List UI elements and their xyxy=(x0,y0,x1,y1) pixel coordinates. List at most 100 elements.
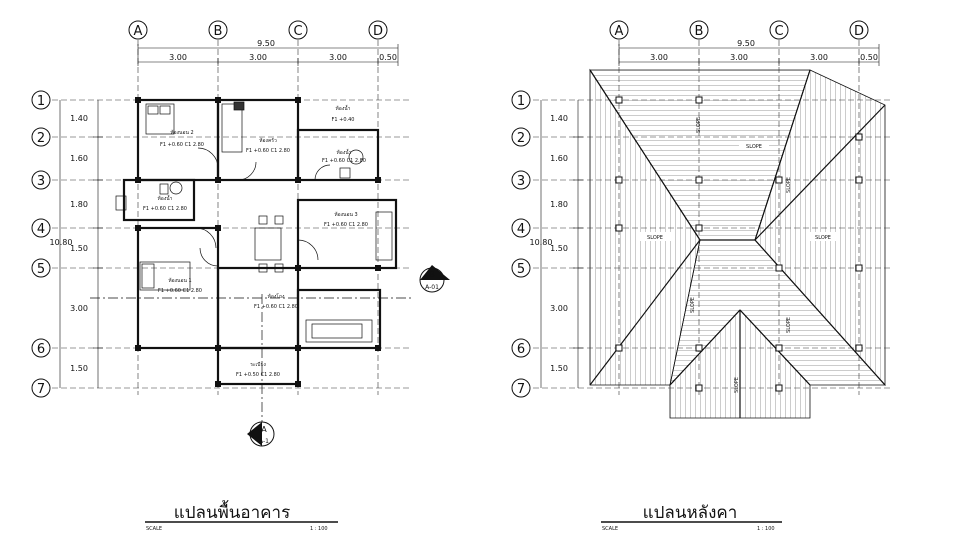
roof-dim-row-5-6: 3.00 xyxy=(550,304,568,313)
roof-scale-label: SCALE xyxy=(602,526,618,532)
roof-dim-a-b: 3.00 xyxy=(650,53,668,62)
overall-depth-label: 10.80 xyxy=(50,238,73,247)
room-name-bedroom-3: ห้องนอน 3 xyxy=(334,211,357,218)
roof-side-dimensions xyxy=(540,100,583,388)
row-bubble-6: 6 xyxy=(31,338,51,358)
floor-scale-label: SCALE xyxy=(146,526,162,532)
dim-row-3-4: 1.80 xyxy=(70,200,88,209)
roof-dim-d-edge: 0.50 xyxy=(860,53,878,62)
roof-scale-value: 1 : 100 xyxy=(757,526,775,532)
svg-text:B: B xyxy=(429,270,435,279)
svg-text:C: C xyxy=(774,24,783,39)
roof-row-bubble-4: 4 xyxy=(511,218,531,238)
roof-column-bubble-c: C xyxy=(769,20,789,40)
overall-width-label: 9.50 xyxy=(257,39,275,48)
column-bubble-d: D xyxy=(368,20,388,40)
slope-label-north-left: SLOPE xyxy=(696,117,702,133)
room-tag-bath-upper: F1 +0.40 xyxy=(332,117,355,123)
roof-dim-row-1-2: 1.40 xyxy=(550,114,568,123)
room-tag-bedroom-3: F1 +0.60 C1 2.80 xyxy=(324,222,368,228)
roof-surfaces xyxy=(589,68,886,419)
roof-row-bubble-5: 5 xyxy=(511,258,531,278)
dim-row-5-6: 3.00 xyxy=(70,304,88,313)
room-tag-living: F1 +0.60 C1 2.80 xyxy=(254,304,298,310)
roof-row-bubble-3: 3 xyxy=(511,170,531,190)
svg-text:A-01: A-01 xyxy=(425,284,439,291)
roof-column-bubble-d: D xyxy=(849,20,869,40)
room-tag-bedroom-1: F1 +0.60 C1 2.80 xyxy=(158,288,202,294)
roof-column-bubble-b: B xyxy=(689,20,709,40)
roof-dim-b-c: 3.00 xyxy=(730,53,748,62)
column-bubble-a: A xyxy=(128,20,148,40)
roof-slope-labels: SLOPE SLOPE SLOPE SLOPE SLOPE SLOPE SLOP… xyxy=(638,117,840,393)
floor-plan: A B C D 1 2 3 4 5 6 7 9.50 3.00 3.00 3.0… xyxy=(31,20,450,532)
svg-text:B: B xyxy=(695,24,704,39)
room-tag-bedroom-2: F1 +0.60 C1 2.80 xyxy=(160,142,204,148)
slope-label-east-upper: SLOPE xyxy=(786,177,792,193)
svg-text:7: 7 xyxy=(517,382,525,397)
dim-row-2-3: 1.60 xyxy=(70,154,88,163)
room-name-bath-left: ห้องน้ำ xyxy=(158,193,173,202)
svg-text:A-1: A-1 xyxy=(259,438,269,445)
svg-text:A: A xyxy=(134,24,143,39)
floor-room-labels: ห้องนอน 2 F1 +0.60 C1 2.80 ห้องครัว F1 +… xyxy=(143,103,368,378)
svg-text:2: 2 xyxy=(517,131,525,146)
svg-text:D: D xyxy=(854,24,864,39)
roof-row-bubble-1: 1 xyxy=(511,90,531,110)
roof-row-bubble-2: 2 xyxy=(511,127,531,147)
svg-text:3: 3 xyxy=(37,174,45,189)
row-bubble-1: 1 xyxy=(31,90,51,110)
room-name-kitchen: ห้องครัว xyxy=(259,137,277,144)
svg-text:6: 6 xyxy=(517,342,525,357)
floor-top-dimensions xyxy=(137,44,399,66)
room-name-bedroom-1: ห้องนอน 1 xyxy=(168,277,191,284)
slope-label-east: SLOPE xyxy=(815,235,831,241)
svg-text:6: 6 xyxy=(37,342,45,357)
room-tag-kitchen: F1 +0.60 C1 2.80 xyxy=(246,148,290,154)
floor-columns xyxy=(135,97,381,387)
dim-row-6-7: 1.50 xyxy=(70,364,88,373)
svg-text:7: 7 xyxy=(37,382,45,397)
roof-plan: A B C D 1 2 3 4 5 6 7 9.50 3.00 3.00 3.0… xyxy=(511,20,890,532)
roof-dim-row-4-5: 1.50 xyxy=(550,244,568,253)
roof-overall-width: 9.50 xyxy=(737,39,755,48)
roof-row-bubble-6: 6 xyxy=(511,338,531,358)
roof-row-bubbles: 1 2 3 4 5 6 7 xyxy=(511,90,531,398)
svg-text:A: A xyxy=(261,425,267,434)
svg-text:B: B xyxy=(214,24,223,39)
roof-dim-row-3-4: 1.80 xyxy=(550,200,568,209)
roof-dim-row-6-7: 1.50 xyxy=(550,364,568,373)
svg-text:4: 4 xyxy=(517,222,525,237)
floor-furniture xyxy=(115,101,393,343)
section-marker-a: A A-1 xyxy=(247,294,275,447)
room-tag-bath-left: F1 +0.60 C1 2.80 xyxy=(143,206,187,212)
slope-label-south-left: SLOPE xyxy=(690,297,696,313)
dim-row-4-5: 1.50 xyxy=(70,244,88,253)
column-bubble-c: C xyxy=(288,20,308,40)
roof-overall-depth: 10.80 xyxy=(530,238,553,247)
svg-text:D: D xyxy=(373,24,383,39)
column-bubble-b: B xyxy=(208,20,228,40)
row-bubble-5: 5 xyxy=(31,258,51,278)
slope-label-west: SLOPE xyxy=(647,235,663,241)
roof-dim-row-2-3: 1.60 xyxy=(550,154,568,163)
floor-side-dimensions xyxy=(59,100,103,388)
svg-text:3: 3 xyxy=(517,174,525,189)
svg-text:A: A xyxy=(615,24,624,39)
room-name-bedroom-2: ห้องนอน 2 xyxy=(170,129,193,136)
roof-column-bubbles: A B C D xyxy=(609,20,869,40)
roof-top-dimensions xyxy=(618,44,880,66)
floor-column-bubbles: A B C D xyxy=(128,20,388,40)
row-bubble-4: 4 xyxy=(31,218,51,238)
row-bubble-2: 2 xyxy=(31,127,51,147)
svg-text:C: C xyxy=(293,24,302,39)
roof-row-bubble-7: 7 xyxy=(511,378,531,398)
dim-a-b: 3.00 xyxy=(169,53,187,62)
room-name-bath-upper: ห้องน้ำ xyxy=(336,103,351,112)
dim-d-edge: 0.50 xyxy=(379,53,397,62)
dim-c-d: 3.00 xyxy=(329,53,347,62)
room-name-bath-mid: ห้องน้ำ xyxy=(337,147,352,156)
row-bubble-7: 7 xyxy=(31,378,51,398)
section-marker-b: B A-01 xyxy=(90,265,450,299)
